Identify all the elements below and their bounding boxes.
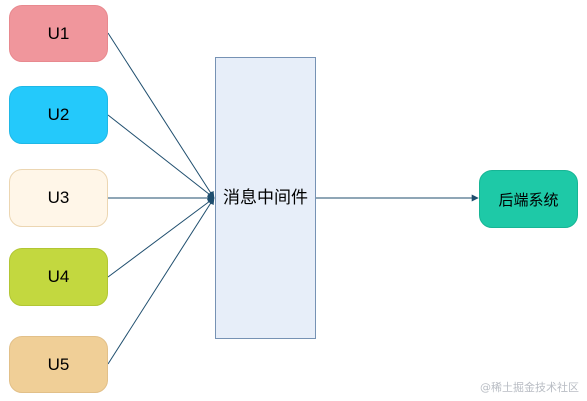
edge-u2-to-middleware [107,114,215,199]
producer-label: U5 [47,354,70,374]
producer-node-u3: U3 [9,169,108,227]
producer-node-u1: U1 [9,5,108,62]
producer-node-u5: U5 [9,336,108,393]
edge-u4-to-middleware [107,197,215,278]
edge-u5-to-middleware [107,197,215,365]
producer-label: U2 [47,105,70,124]
backend-system-node: 后端系统 [479,170,578,228]
producer-label: U4 [47,267,70,286]
message-middleware-node: 消息中间件 [215,57,316,339]
backend-label: 后端系统 [498,190,559,209]
edge-u1-to-middleware [107,32,215,199]
producer-node-u2: U2 [9,86,108,144]
producer-label: U1 [47,23,70,43]
producer-label: U3 [47,188,70,207]
producer-node-u4: U4 [9,248,108,306]
watermark: @稀土掘金技术社区 [480,381,579,394]
middleware-label: 消息中间件 [223,188,308,208]
